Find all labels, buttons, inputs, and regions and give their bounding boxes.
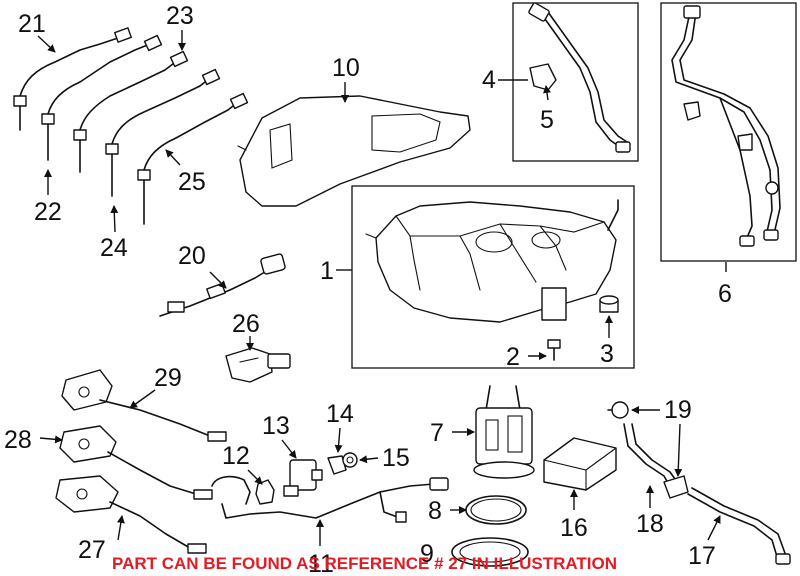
callout-11: 11 bbox=[308, 550, 334, 576]
callout-17: 17 bbox=[688, 542, 716, 570]
callout-7: 7 bbox=[430, 419, 444, 447]
callout-3: 3 bbox=[600, 340, 614, 368]
lock-ring-9 bbox=[451, 537, 529, 567]
ring-15 bbox=[342, 452, 358, 468]
bolt-2 bbox=[547, 339, 561, 361]
fuel-line-4 bbox=[528, 2, 631, 153]
callout-8: 8 bbox=[428, 497, 442, 525]
callout-21: 21 bbox=[18, 10, 46, 38]
sensor-20 bbox=[159, 253, 286, 317]
callout-13: 13 bbox=[262, 412, 290, 440]
connector-19 bbox=[607, 401, 629, 419]
callout-25: 25 bbox=[178, 168, 206, 196]
callout-14: 14 bbox=[326, 400, 354, 428]
callout-22: 22 bbox=[34, 198, 62, 226]
control-module-16 bbox=[543, 437, 617, 491]
fuel-line-box-6 bbox=[660, 2, 797, 262]
fuel-tank-1 bbox=[365, 199, 619, 323]
nox-sensor-27 bbox=[55, 475, 207, 554]
purge-valve-13 bbox=[283, 459, 323, 497]
callout-16: 16 bbox=[560, 514, 588, 542]
heat-shield-10 bbox=[237, 95, 471, 207]
callout-15: 15 bbox=[382, 444, 410, 472]
sensor-23 bbox=[73, 50, 189, 173]
callout-18: 18 bbox=[636, 510, 664, 538]
callout-5: 5 bbox=[540, 106, 554, 134]
callout-26: 26 bbox=[232, 310, 260, 338]
clip-5 bbox=[529, 63, 557, 91]
fuel-pump-7 bbox=[473, 385, 535, 479]
reference-note: PART CAN BE FOUND AS REFERENCE # 27 IN I… bbox=[112, 554, 617, 573]
nox-sensor-29 bbox=[61, 369, 227, 442]
seal-8 bbox=[465, 495, 527, 525]
callout-numbers: 1 2 3 4 5 6 7 8 9 10 11 12 13 14 15 16 1… bbox=[4, 2, 732, 576]
sensor-21 bbox=[13, 27, 132, 131]
sensor-22 bbox=[41, 34, 163, 161]
callout-20: 20 bbox=[178, 242, 206, 270]
nox-sensor-28 bbox=[59, 425, 213, 500]
leader-lines bbox=[37, 30, 727, 546]
callout-24: 24 bbox=[100, 234, 128, 262]
callout-12: 12 bbox=[222, 442, 250, 470]
callout-10: 10 bbox=[332, 54, 360, 82]
hose-11 bbox=[211, 475, 449, 523]
fuel-tank-box bbox=[351, 185, 635, 369]
fuel-line-6 bbox=[671, 5, 781, 247]
callout-28: 28 bbox=[4, 426, 32, 454]
callout-1: 1 bbox=[320, 257, 334, 285]
bushing-3 bbox=[599, 295, 619, 313]
sensor-25 bbox=[137, 92, 249, 225]
grommet-12 bbox=[255, 479, 275, 505]
callout-19: 19 bbox=[664, 396, 692, 424]
callout-6: 6 bbox=[718, 280, 732, 308]
callout-2: 2 bbox=[506, 343, 520, 371]
pressure-sensor-26 bbox=[225, 347, 291, 383]
callout-9: 9 bbox=[420, 540, 434, 568]
callout-27: 27 bbox=[78, 536, 106, 564]
sensor-24 bbox=[105, 68, 221, 197]
callout-29: 29 bbox=[154, 364, 182, 392]
callout-23: 23 bbox=[166, 2, 194, 30]
callout-4: 4 bbox=[482, 66, 496, 94]
fuel-line-box-4-5 bbox=[512, 2, 639, 162]
hose-17 bbox=[687, 487, 791, 565]
clip-14 bbox=[327, 455, 347, 475]
hose-18 bbox=[623, 423, 689, 499]
